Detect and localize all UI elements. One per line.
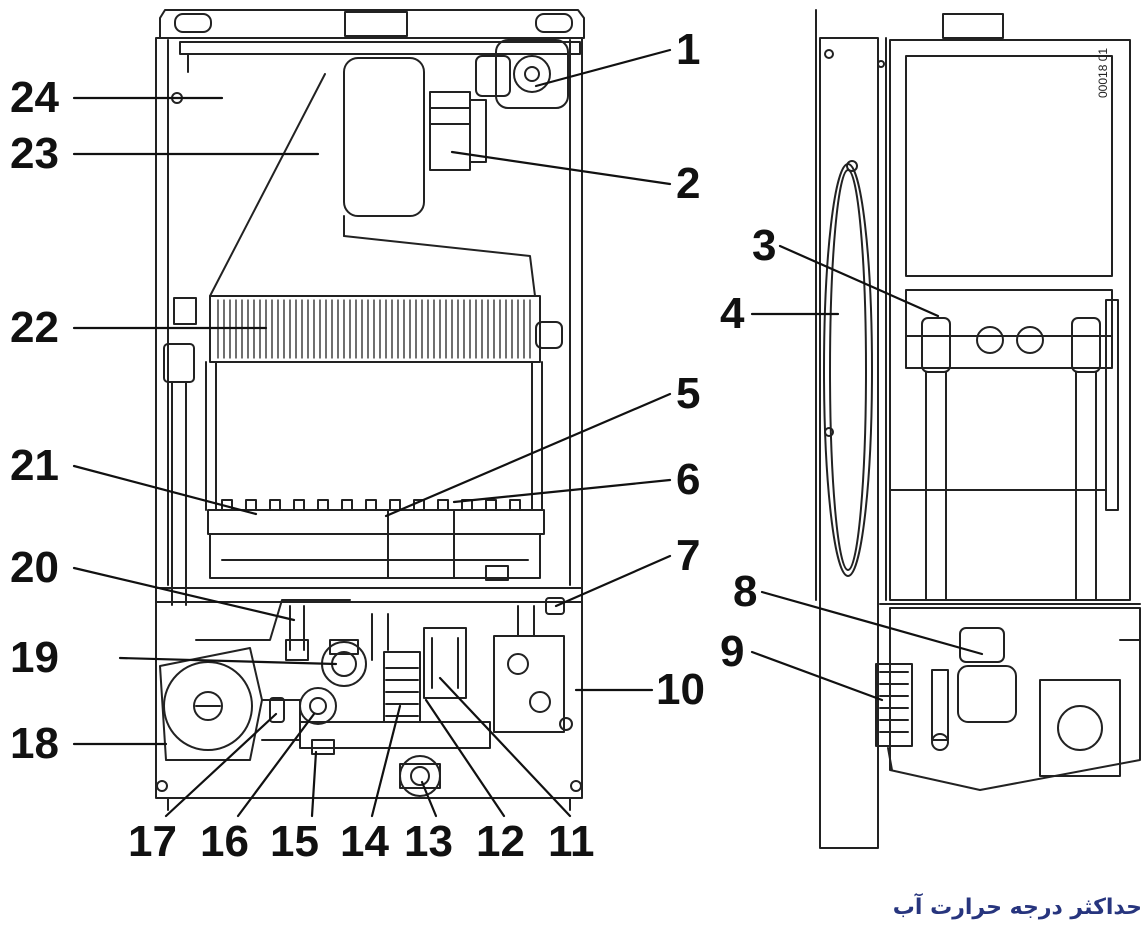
callout-16: 16 <box>200 817 249 866</box>
callout-24: 24 <box>10 73 59 122</box>
callout-19: 19 <box>10 633 59 682</box>
callout-2: 2 <box>676 159 701 208</box>
callout-23: 23 <box>10 129 59 178</box>
callout-13: 13 <box>404 817 453 866</box>
callout-6: 6 <box>676 455 701 504</box>
callout-7: 7 <box>676 531 701 580</box>
callout-1: 1 <box>676 25 701 74</box>
callout-15: 15 <box>270 817 319 866</box>
callout-9: 9 <box>720 627 745 676</box>
caption: حداکثر درجه حرارت آب <box>892 895 1142 920</box>
callout-8: 8 <box>733 567 758 616</box>
callout-5: 5 <box>676 369 701 418</box>
callout-21: 21 <box>10 441 59 490</box>
callout-12: 12 <box>476 817 525 866</box>
callout-18: 18 <box>10 719 59 768</box>
callout-14: 14 <box>340 817 389 866</box>
leader-lines <box>72 48 984 818</box>
callout-3: 3 <box>752 221 777 270</box>
callout-20: 20 <box>10 543 59 592</box>
callout-10: 10 <box>656 665 705 714</box>
front-view <box>155 9 585 811</box>
callout-22: 22 <box>10 303 59 352</box>
side-view <box>815 9 1141 849</box>
callout-17: 17 <box>128 817 177 866</box>
callout-4: 4 <box>720 289 745 338</box>
drawing-code: 00018 01 <box>1096 47 1110 98</box>
callout-11: 11 <box>548 817 595 866</box>
